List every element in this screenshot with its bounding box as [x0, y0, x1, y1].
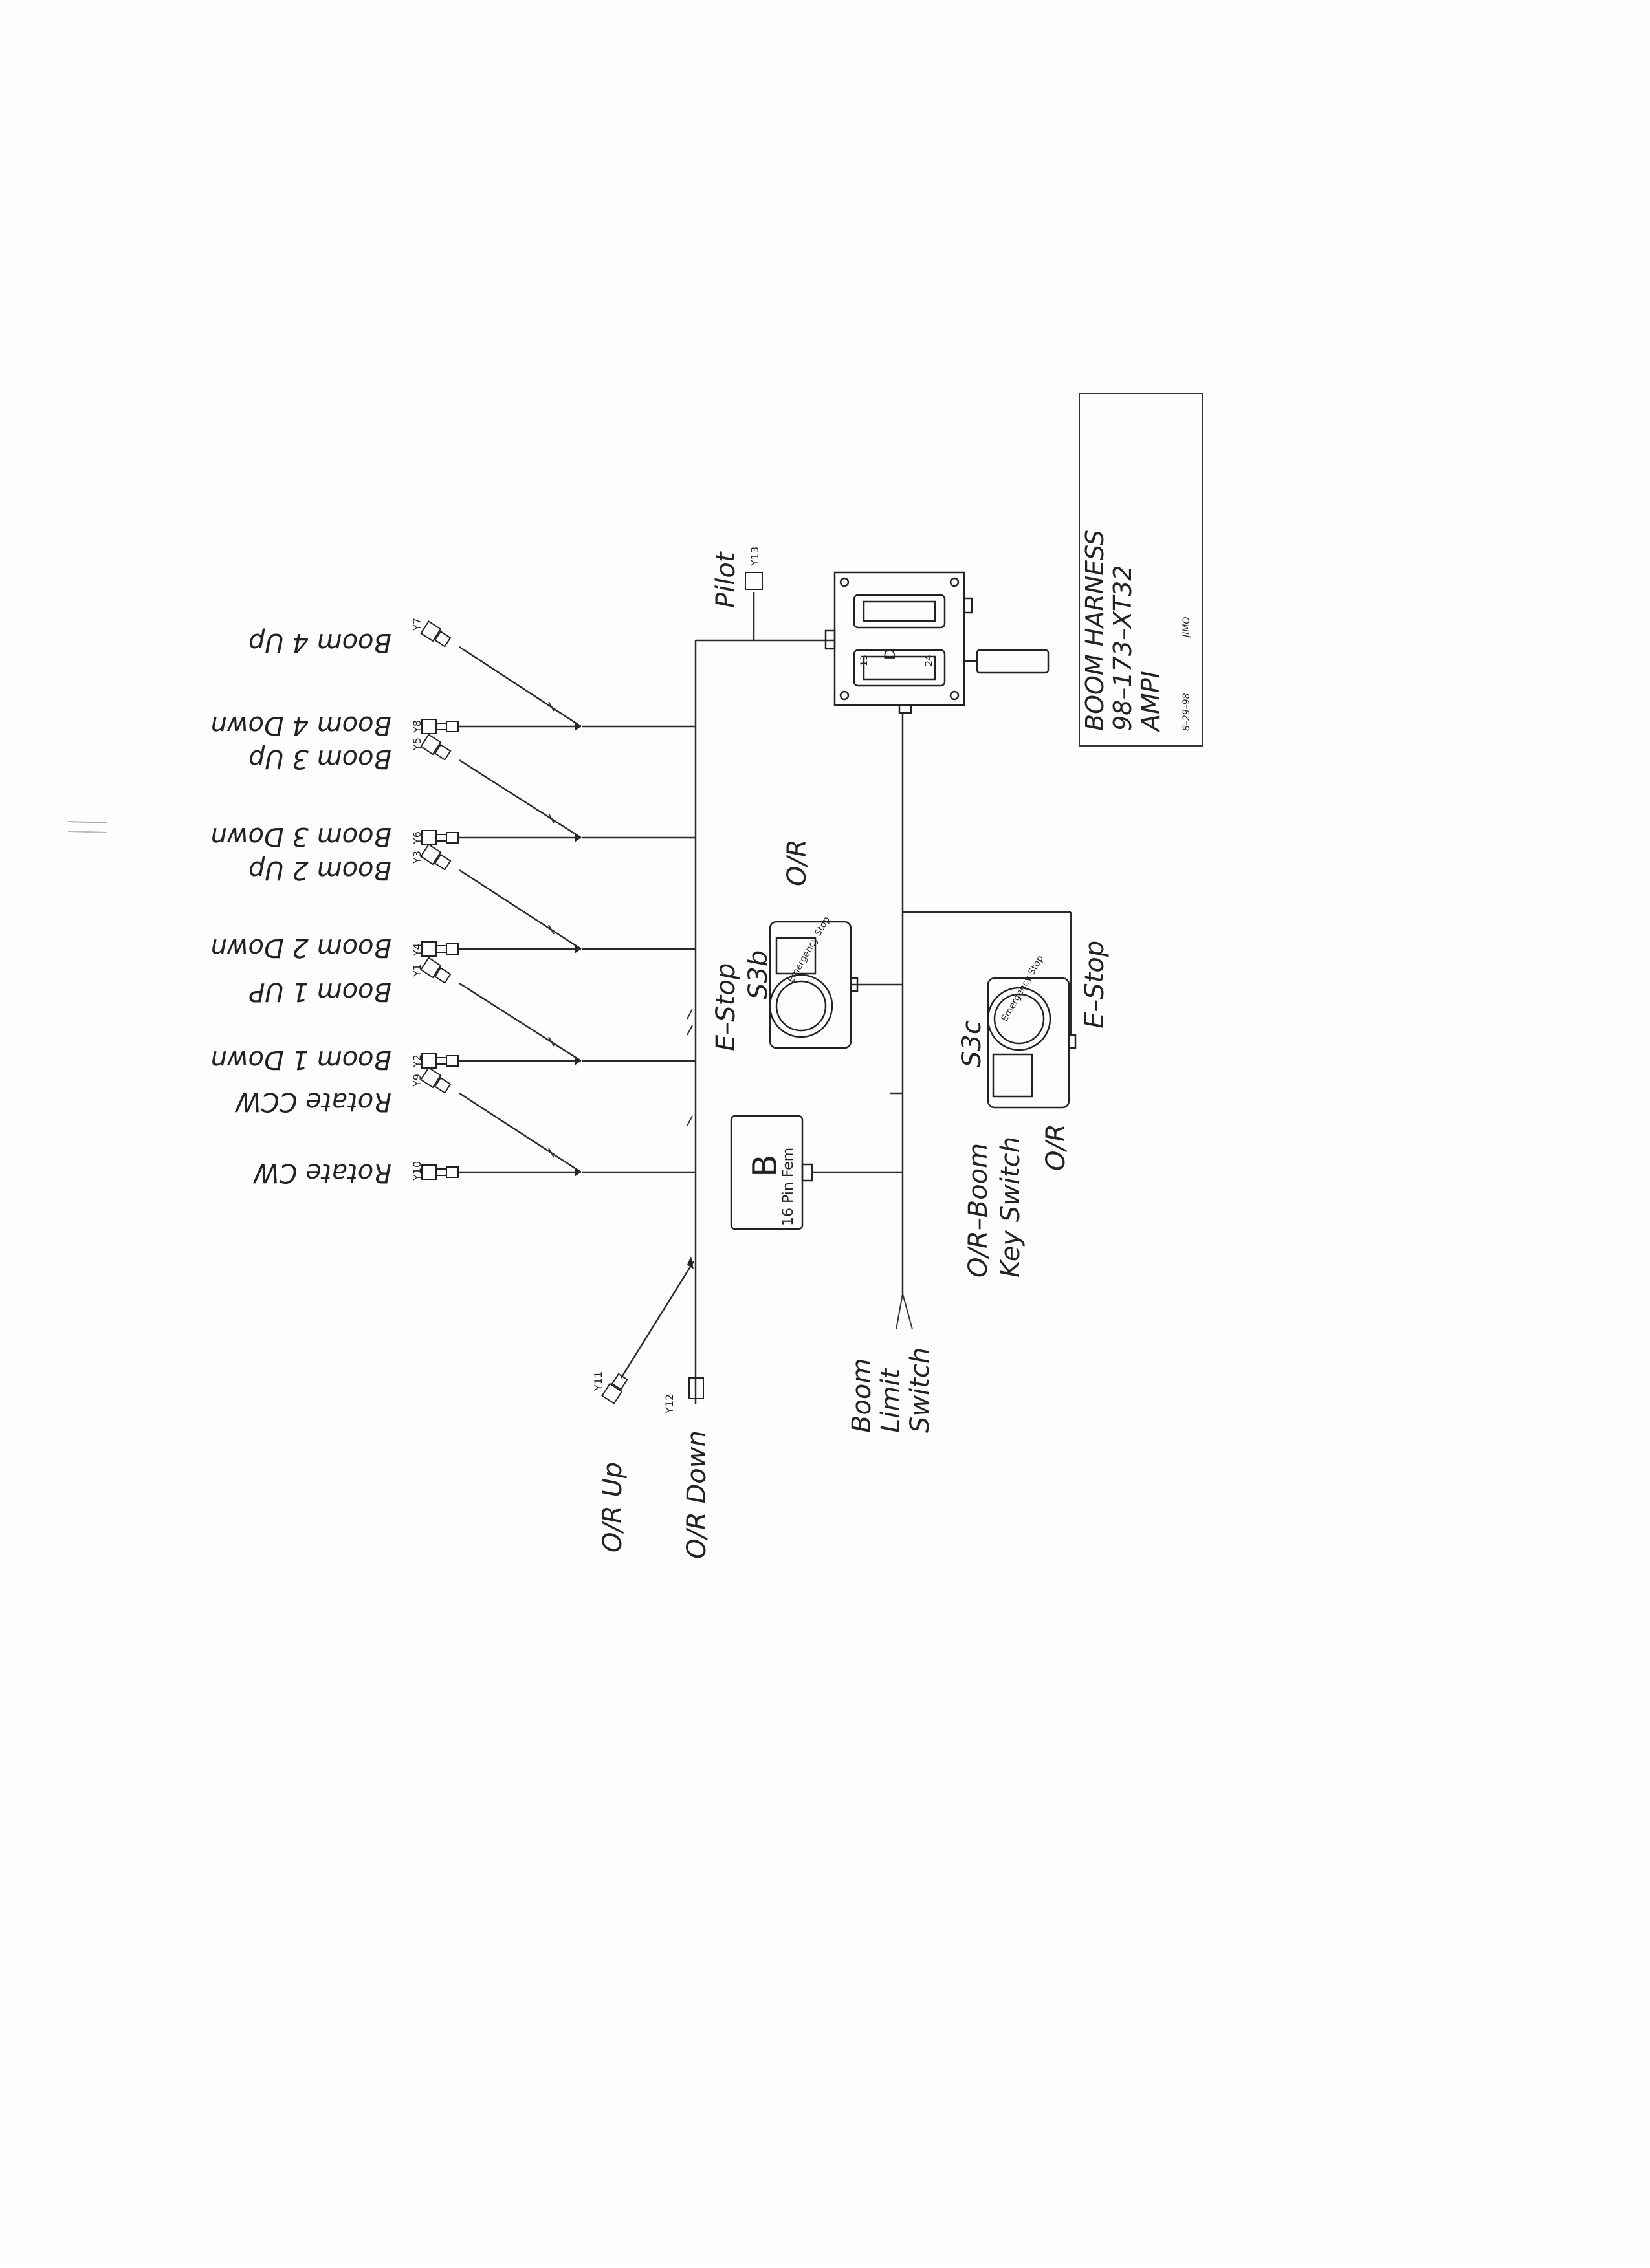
override-branch: [620, 1261, 695, 1379]
tag-y10: Y10: [411, 1161, 423, 1181]
branch-boom-1: [459, 982, 696, 1065]
solenoid-connectors: [420, 572, 763, 1404]
label-or-b: O/R: [782, 839, 812, 886]
estop-s3b-symbol: [769, 921, 859, 1049]
trunk-tick: [687, 1009, 693, 1020]
limit-fork-b: [902, 1293, 913, 1330]
label-y3: Boom 2 Up: [248, 855, 391, 885]
trunk-tick: [687, 1025, 693, 1036]
label-limit-3: Switch: [905, 1347, 935, 1433]
label-y7: Boom 4 Up: [248, 627, 391, 657]
branch-boom-3: [459, 759, 696, 842]
label-y6: Boom 3 Down: [210, 822, 391, 851]
estop-s3c-face: Emergency Stop: [1000, 954, 1046, 1023]
label-estop-c: E–Stop: [1080, 941, 1110, 1029]
label-estop-b: E–Stop: [711, 963, 741, 1051]
tag-y3: Y3: [411, 851, 423, 864]
label-y4: Boom 2 Down: [210, 933, 391, 963]
branch-boom-4: [459, 646, 696, 731]
title-line-3: AMPI: [1136, 671, 1165, 733]
label-or-c: O/R: [1041, 1124, 1071, 1171]
connector-d-letter: D: [883, 649, 899, 660]
connector-d-pin-top: 13: [859, 655, 870, 666]
tag-y1: Y1: [411, 964, 423, 977]
trunk-tick: [687, 1115, 693, 1126]
label-y10: Rotate CW: [253, 1158, 391, 1188]
tag-y2: Y2: [411, 1054, 423, 1068]
title-line-1: BOOM HARNESS: [1081, 530, 1109, 731]
label-pilot: Pilot: [711, 551, 741, 608]
estop-s3c-symbol: [987, 977, 1077, 1109]
branch-boom-2: [459, 869, 696, 954]
connector-d-enclosure: [824, 571, 1050, 714]
limit-fork-a: [896, 1293, 903, 1330]
title-date: 8–29–98: [1182, 693, 1192, 731]
label-y8: Boom 4 Down: [210, 710, 391, 740]
connector-d-pin-bottom: 24: [924, 655, 934, 666]
title-block: [1079, 393, 1203, 747]
label-y5: Boom 3 Up: [248, 744, 391, 774]
tag-y12: Y12: [663, 1394, 676, 1414]
tag-y6: Y6: [411, 831, 423, 845]
connector-b-pins: 16 Pin Fem: [780, 1148, 797, 1226]
tag-y9: Y9: [411, 1074, 423, 1087]
label-key-switch-1: O/R–Boom: [963, 1143, 993, 1278]
label-or-down: O/R Down: [682, 1430, 712, 1559]
label-limit-1: Boom: [847, 1358, 877, 1433]
connector-b-symbol: [730, 1115, 813, 1230]
tag-y8: Y8: [411, 720, 423, 734]
label-s3c: S3c: [957, 1020, 987, 1067]
override-branch-arrow: [687, 1256, 694, 1269]
branch-rotate: [459, 1092, 696, 1177]
label-s3b: S3b: [743, 950, 773, 999]
title-drawn: JIMO: [1182, 617, 1192, 639]
tag-y11: Y11: [592, 1371, 604, 1391]
label-or-up: O/R Up: [598, 1462, 628, 1553]
label-y2: Boom 1 Down: [210, 1045, 391, 1074]
tag-y5: Y5: [411, 737, 423, 751]
scan-mark: [67, 821, 107, 823]
label-key-switch-2: Key Switch: [996, 1137, 1026, 1278]
label-limit-2: Limit: [876, 1368, 906, 1433]
scan-mark: [67, 831, 107, 833]
tag-y7: Y7: [411, 618, 423, 631]
tag-y13: Y13: [749, 547, 761, 567]
title-line-2: 98–173–XT32: [1108, 565, 1137, 731]
connector-b-letter: B: [746, 1154, 785, 1177]
label-y9: Rotate CCW: [235, 1087, 391, 1117]
label-y1: Boom 1 UP: [248, 977, 391, 1007]
tag-y4: Y4: [411, 943, 423, 957]
